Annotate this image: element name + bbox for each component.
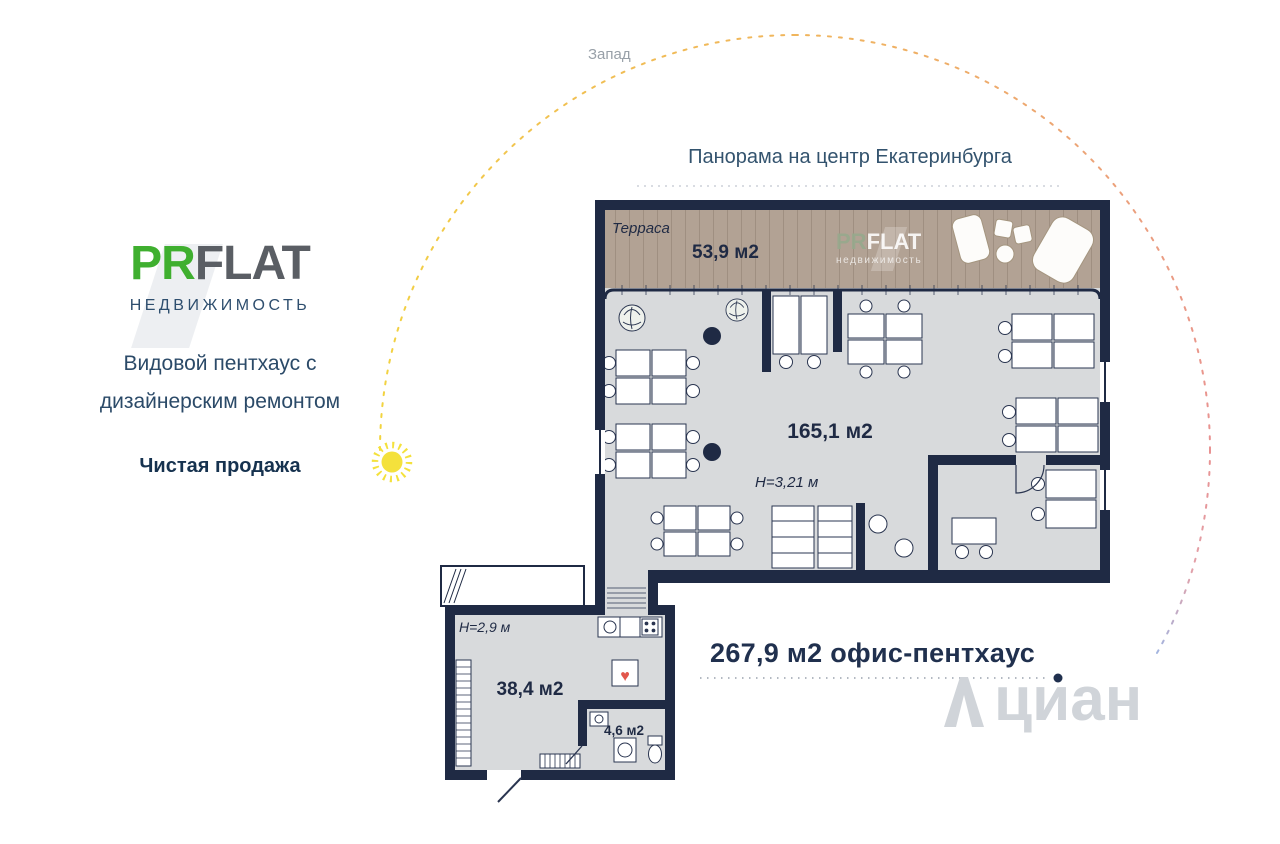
cian-watermark-text: циан: [994, 665, 1143, 734]
bathroom-fixtures: [589, 711, 663, 764]
terrace-floor: [605, 210, 1100, 290]
tagline-line-1: Видовой пентхаус с: [123, 352, 317, 375]
desk-cluster: [847, 299, 923, 379]
panorama-title: Панорама на центр Екатеринбурга: [688, 146, 1012, 168]
plan-watermark-subtitle: недвижимость: [836, 255, 923, 266]
desk-cluster: [772, 295, 828, 369]
sun-icon: [371, 441, 413, 483]
windows: [595, 362, 1110, 510]
prflat-logo: PRFLAT: [62, 240, 378, 288]
entry-balcony: [440, 565, 585, 607]
desk-cluster: [951, 469, 1097, 559]
lower-room-height-label: Н=2,9 м: [459, 619, 511, 635]
office-furniture: [602, 295, 1099, 569]
main-room-height-label: Н=3,21 м: [755, 474, 819, 491]
corridor-floor: [605, 570, 648, 615]
logo-subtitle: НЕДВИЖИМОСТЬ: [129, 297, 311, 314]
sun-path-arc: [379, 34, 1211, 659]
column: [703, 327, 721, 345]
lower-room-area-label: 38,4 м2: [496, 679, 564, 700]
terrace-name-label: Терраса: [612, 220, 670, 237]
wardrobe: [455, 659, 472, 767]
plan-watermark-pr: PR: [836, 229, 867, 254]
total-leader-line: [700, 673, 1063, 683]
lounge-chair: [868, 514, 888, 534]
bathroom-area-label: 4,6 м2: [603, 723, 644, 738]
desk-cluster: [1002, 397, 1099, 453]
terrace-area-label: 53,9 м2: [692, 242, 759, 263]
cian-logo-icon: [944, 676, 984, 727]
heart-icon: ♥: [620, 668, 630, 685]
plan-watermark-logo: PRFLAT: [836, 231, 922, 253]
desk-cluster: [602, 423, 700, 479]
listing-tagline: Видовой пентхаус с дизайнерским ремонтом: [62, 345, 378, 421]
desk-cluster: [602, 349, 700, 405]
bookshelf: [771, 505, 853, 569]
brand-block: PRFLAT НЕДВИЖИМОСТЬ Видовой пентхаус с д…: [62, 240, 378, 478]
kitchen: [597, 616, 663, 687]
desk-cluster: [650, 505, 744, 557]
radiator: [539, 753, 581, 769]
sale-note: Чистая продажа: [139, 455, 301, 477]
plan-watermark-flat: FLAT: [866, 229, 922, 254]
plant-icon: [725, 298, 749, 322]
tagline-line-2: дизайнерским ремонтом: [99, 390, 341, 413]
lounge-chair: [894, 538, 914, 558]
terrace-furniture: [951, 214, 1095, 284]
plant-icon: [618, 304, 646, 332]
logo-pr-text: PR: [130, 237, 196, 290]
stairs: [607, 587, 646, 609]
door-swing: [497, 464, 1045, 803]
main-room-area-label: 165,1 м2: [787, 420, 873, 443]
total-area-label: 267,9 м2 офис-пентхаус: [710, 638, 1036, 668]
plan-watermark: PRFLAT недвижимость: [836, 227, 923, 271]
compass-west-label: Запад: [588, 46, 631, 63]
desk-cluster: [998, 313, 1095, 369]
floorplan: ♥: [440, 200, 1110, 803]
column: [703, 443, 721, 461]
cian-watermark: циан: [944, 665, 1143, 734]
logo-flat-text: FLAT: [194, 237, 311, 290]
